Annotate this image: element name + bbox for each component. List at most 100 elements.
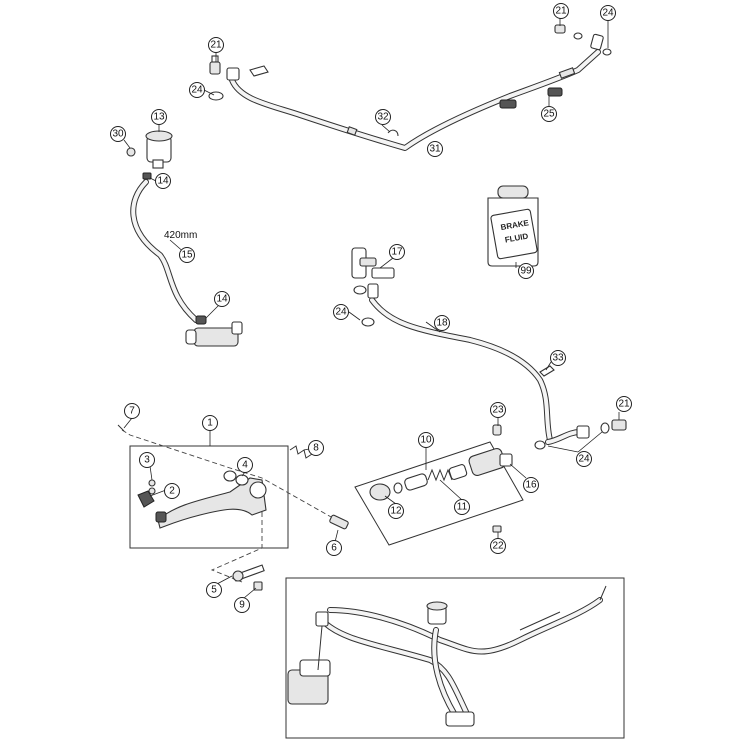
callout-13: 13	[151, 109, 167, 125]
abs-overview	[287, 585, 607, 727]
callout-16: 16	[523, 477, 539, 493]
svg-text:14: 14	[157, 176, 169, 187]
sealing-ring-24-lower-right	[600, 422, 610, 434]
callout-18: 18	[434, 315, 450, 331]
foot-brake-lever	[155, 477, 267, 529]
hose-clip-top	[249, 65, 269, 77]
hose-clamp-lower	[195, 315, 207, 325]
banjo-bolt-top-left	[209, 55, 221, 75]
sealing-ring-17b	[361, 317, 375, 327]
svg-text:24: 24	[335, 307, 347, 318]
callout-25: 25	[541, 106, 557, 122]
sealing-ring-24-lower-left	[534, 440, 546, 450]
callout-17: 17	[389, 244, 405, 260]
svg-text:5: 5	[211, 585, 217, 596]
bottle-label-fluid: FLUID	[504, 232, 529, 245]
sealing-ring-17a	[353, 285, 367, 295]
repair-kit-parts	[369, 447, 513, 501]
svg-text:32: 32	[377, 112, 389, 123]
callout-24-top-right: 24	[600, 5, 616, 21]
svg-text:9: 9	[239, 600, 245, 611]
svg-text:30: 30	[112, 129, 124, 140]
svg-text:13: 13	[153, 112, 165, 123]
lever-bushing-4	[223, 470, 249, 486]
hose-clip-33	[539, 365, 555, 377]
callout-2: 2	[164, 483, 180, 499]
axis-line-lower	[210, 488, 263, 583]
callout-4: 4	[237, 457, 253, 473]
nut-3	[148, 479, 156, 495]
banjo-bolt-top-right	[554, 24, 612, 56]
svg-text:14: 14	[216, 294, 228, 305]
pivot-bolt-5	[232, 564, 265, 582]
callout-24-middle: 24	[333, 304, 349, 320]
reservoir-screw	[126, 147, 136, 157]
svg-text:18: 18	[436, 318, 448, 329]
repair-kit-frame	[354, 441, 524, 546]
hose-clamp-upper	[142, 172, 152, 180]
callout-21-top-right: 21	[553, 3, 569, 19]
svg-text:23: 23	[492, 405, 504, 416]
banjo-bolt-right	[611, 419, 627, 431]
callout-7: 7	[124, 403, 140, 419]
svg-text:1: 1	[207, 418, 213, 429]
callout-24-top-left: 24	[189, 82, 205, 98]
hose-clips-25	[499, 87, 563, 109]
svg-text:22: 22	[492, 541, 504, 552]
cap-22	[492, 525, 502, 533]
callout-24-right: 24	[576, 451, 592, 467]
callout-11: 11	[454, 499, 470, 515]
callout-14-lower: 14	[214, 291, 230, 307]
svg-text:21: 21	[618, 399, 630, 410]
callout-8: 8	[308, 440, 324, 456]
svg-text:17: 17	[391, 247, 403, 258]
callout-15: 15	[179, 247, 195, 263]
callout-21-right: 21	[616, 396, 632, 412]
svg-text:99: 99	[520, 266, 532, 277]
axis-line-upper	[121, 429, 341, 523]
svg-text:16: 16	[525, 480, 537, 491]
svg-text:31: 31	[429, 144, 441, 155]
fluid-reservoir	[145, 130, 173, 169]
callout-6: 6	[326, 540, 342, 556]
pin-7	[117, 424, 125, 432]
svg-text:15: 15	[181, 250, 193, 261]
callout-99: 99	[518, 263, 534, 279]
callout-1: 1	[202, 415, 218, 431]
callout-22: 22	[490, 538, 506, 554]
brake-lever-frame	[129, 445, 289, 549]
abs-overview-frame	[285, 577, 625, 739]
callout-5: 5	[206, 582, 222, 598]
svg-text:4: 4	[242, 460, 248, 471]
callout-21-top-left: 21	[208, 37, 224, 53]
rear-brake-line	[226, 33, 604, 151]
bleed-screw-23	[492, 424, 502, 436]
callout-9: 9	[234, 597, 250, 613]
callout-30: 30	[110, 126, 126, 142]
svg-text:25: 25	[543, 109, 555, 120]
callout-33: 33	[550, 350, 566, 366]
brake-line-18	[369, 297, 590, 445]
svg-text:11: 11	[457, 502, 468, 513]
bolt-6	[329, 514, 349, 530]
svg-text:3: 3	[144, 455, 150, 466]
svg-text:8: 8	[313, 443, 319, 454]
callout-32: 32	[375, 109, 391, 125]
svg-text:2: 2	[169, 486, 175, 497]
svg-text:33: 33	[552, 353, 564, 364]
adjuster-2	[137, 490, 155, 508]
svg-text:24: 24	[578, 454, 590, 465]
svg-text:24: 24	[602, 8, 614, 19]
svg-text:21: 21	[555, 6, 567, 17]
brake-fluid-bottle: BRAKE FLUID	[487, 185, 539, 267]
svg-text:7: 7	[129, 406, 135, 417]
reservoir-hose	[130, 179, 199, 323]
callout-23: 23	[490, 402, 506, 418]
hose-length-label: 420mm	[164, 230, 197, 241]
callout-3: 3	[139, 452, 155, 468]
svg-text:24: 24	[191, 85, 203, 96]
svg-text:6: 6	[331, 543, 337, 554]
svg-text:12: 12	[390, 506, 402, 517]
distributor-fitting-17	[351, 247, 395, 299]
